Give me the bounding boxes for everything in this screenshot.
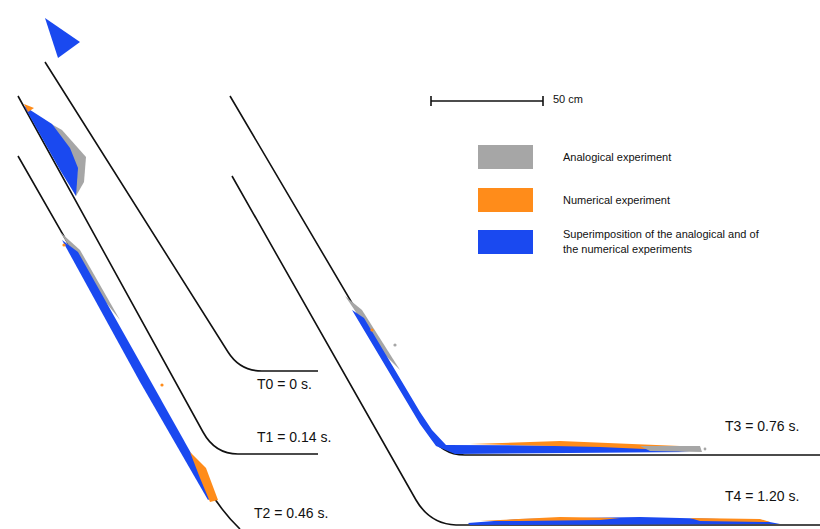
- time-label: T3 = 0.76 s.: [725, 418, 799, 434]
- grain-t3: [393, 343, 396, 346]
- granular-mass-t4-overlap: [468, 517, 780, 525]
- legend-swatch: [478, 188, 533, 212]
- slope-t0: [45, 62, 318, 371]
- grain-t3: [704, 448, 707, 451]
- grain-t3: [370, 328, 373, 331]
- granular-mass-t1-numeric: [24, 104, 34, 112]
- time-label: T2 = 0.46 s.: [254, 505, 328, 521]
- granular-mass-t4-numeric: [480, 517, 620, 521]
- time-label: T1 = 0.14 s.: [257, 429, 331, 445]
- scale-bar: [431, 96, 543, 106]
- time-label: T4 = 1.20 s.: [725, 488, 799, 504]
- slope-t3: [230, 96, 820, 455]
- slope-profiles: [18, 62, 820, 529]
- legend-text: Analogical experiment: [563, 150, 773, 165]
- grain-t2: [160, 383, 163, 386]
- granular-mass-t2-overlap: [62, 240, 214, 500]
- legend-text: Numerical experiment: [563, 193, 773, 208]
- grain-t2: [62, 243, 65, 246]
- granular-mass-t0: [45, 18, 80, 58]
- slope-t4: [232, 176, 820, 525]
- legend-text: Superimposition of the analogical and of…: [563, 227, 773, 257]
- granular-mass-t4-numeric: [690, 518, 770, 522]
- granular-mass-t2-numeric: [190, 452, 218, 502]
- granular-mass-t1-overlap: [24, 106, 78, 196]
- slope-t1: [18, 96, 318, 454]
- legend-swatch: [478, 230, 533, 254]
- granular-mass-t3-overlap: [352, 310, 690, 454]
- legend-swatch: [478, 145, 533, 169]
- scale-label: 50 cm: [553, 93, 583, 106]
- granular-mass-t3-analog-front: [640, 446, 702, 452]
- slope-t2: [18, 156, 240, 529]
- time-label: T0 = 0 s.: [257, 376, 312, 392]
